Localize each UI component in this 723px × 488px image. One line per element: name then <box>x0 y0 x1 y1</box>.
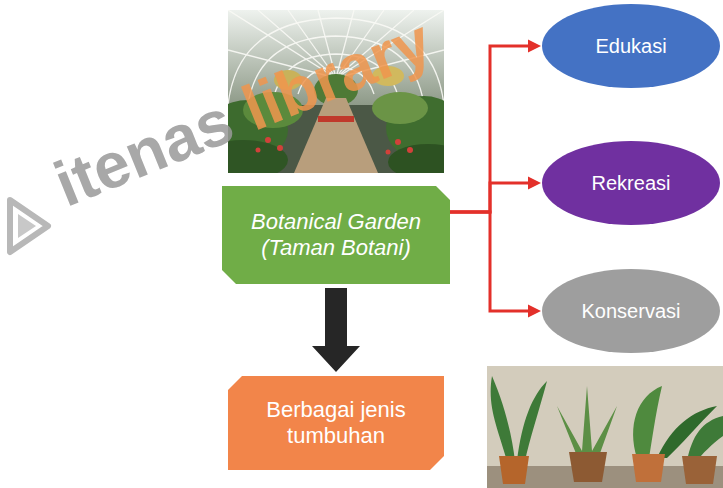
potted-plants-photo <box>487 366 723 488</box>
watermark-text: itenas <box>45 84 243 220</box>
branch-arrow <box>450 40 541 213</box>
node-label: Edukasi <box>595 34 666 58</box>
node-outline <box>542 4 720 88</box>
node-outline <box>222 186 450 284</box>
topic-ellipse: Konservasi <box>541 268 721 354</box>
branch-arrow <box>450 177 541 213</box>
node-label: Botanical Garden (Taman Botani) <box>236 209 436 262</box>
block-arrow <box>312 288 360 372</box>
watermark-logo <box>4 192 54 260</box>
topic-ellipse: Edukasi <box>541 3 721 89</box>
garden-box: Botanical Garden (Taman Botani) <box>222 186 450 284</box>
branch-arrow <box>450 212 541 318</box>
topic-ellipse: Rekreasi <box>541 140 721 226</box>
node-label: Rekreasi <box>592 171 671 195</box>
node-outline <box>542 269 720 353</box>
node-outline <box>542 141 720 225</box>
node-outline <box>228 376 444 470</box>
node-label: Berbagai jenis tumbuhan <box>248 397 424 450</box>
node-label: Konservasi <box>582 299 681 323</box>
plants-box: Berbagai jenis tumbuhan <box>228 376 444 470</box>
